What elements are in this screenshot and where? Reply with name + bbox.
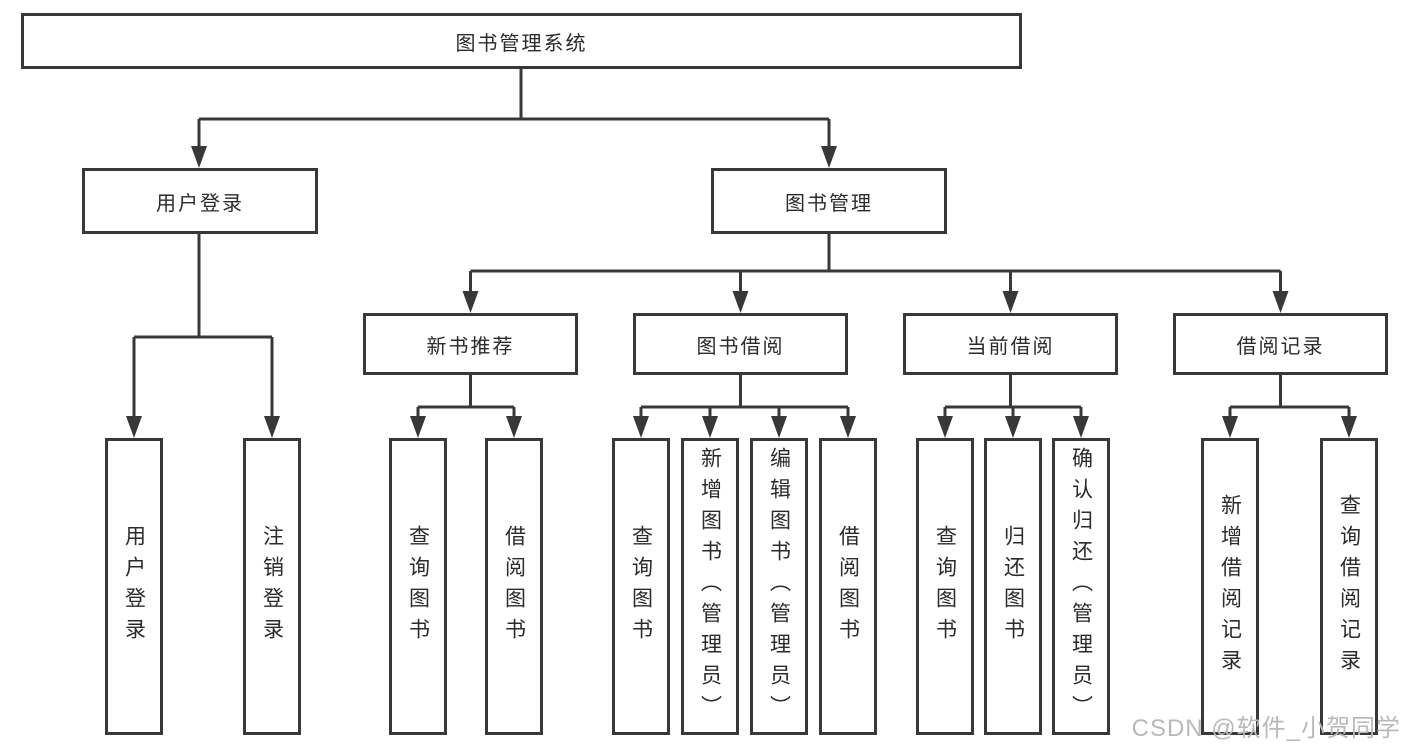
csdn-watermark: CSDN @软件_小贺同学: [1131, 715, 1401, 742]
leaf-add-borrow-record: 新增借阅记录: [1201, 438, 1259, 735]
leaf-label: 查询图书: [629, 524, 653, 649]
leaf-user-login: 用户登录: [105, 438, 163, 735]
node-borrowing-records: 借阅记录: [1173, 313, 1388, 375]
connector-book-borrow-section: [639, 375, 850, 420]
leaf-label: 查询图书: [406, 524, 430, 649]
leaf-edit-book-admin: 编辑图书（管理员）: [750, 438, 808, 735]
node-label: 当前借阅: [966, 335, 1055, 358]
leaf-label: 借阅图书: [836, 524, 860, 649]
node-label: 图书借阅: [696, 335, 785, 358]
node-label: 新书推荐: [426, 335, 515, 358]
node-label: 用户登录: [156, 192, 244, 215]
connector-root: [197, 69, 831, 150]
leaf-label: 注销登录: [260, 524, 284, 649]
leaf-label: 查询借阅记录: [1337, 493, 1361, 680]
leaf-label: 归还图书: [1001, 524, 1025, 649]
node-library-management-system: 图书管理系统: [21, 13, 1022, 69]
leaf-return-book: 归还图书: [984, 438, 1042, 735]
connector-borrow-record-section: [1228, 375, 1351, 420]
leaf-query-borrow-record: 查询借阅记录: [1320, 438, 1378, 735]
leaf-query-books: 查询图书: [389, 438, 447, 735]
leaf-label: 确认归还（管理员）: [1069, 447, 1093, 726]
leaf-label: 编辑图书（管理员）: [767, 447, 791, 726]
leaf-label: 借阅图书: [502, 524, 526, 649]
node-current-borrowing: 当前借阅: [903, 313, 1118, 375]
leaf-query-books: 查询图书: [916, 438, 974, 735]
node-book-borrowing: 图书借阅: [633, 313, 848, 375]
node-label: 借阅记录: [1236, 335, 1325, 358]
connector-current-borrow-section: [943, 375, 1083, 420]
leaf-label: 查询图书: [933, 524, 957, 649]
leaf-add-book-admin: 新增图书（管理员）: [681, 438, 739, 735]
node-user-login: 用户登录: [82, 168, 318, 234]
leaf-borrow-books: 借阅图书: [485, 438, 543, 735]
connector-new-book-section: [416, 375, 516, 420]
node-book-management: 图书管理: [711, 168, 947, 234]
node-label: 图书管理系统: [455, 32, 588, 55]
leaf-label: 新增借阅记录: [1218, 493, 1242, 680]
leaf-confirm-return-admin: 确认归还（管理员）: [1052, 438, 1110, 735]
leaf-borrow-books: 借阅图书: [819, 438, 877, 735]
connector-book-management-branch: [469, 234, 1282, 295]
connector-user-login-branch: [132, 234, 274, 420]
arrowheads: [126, 146, 1357, 438]
leaf-label: 用户登录: [122, 524, 146, 649]
node-label: 图书管理: [785, 192, 873, 215]
leaf-query-books: 查询图书: [612, 438, 670, 735]
node-new-book-recommendation: 新书推荐: [363, 313, 578, 375]
leaf-label: 新增图书（管理员）: [698, 447, 722, 726]
leaf-logout: 注销登录: [243, 438, 301, 735]
